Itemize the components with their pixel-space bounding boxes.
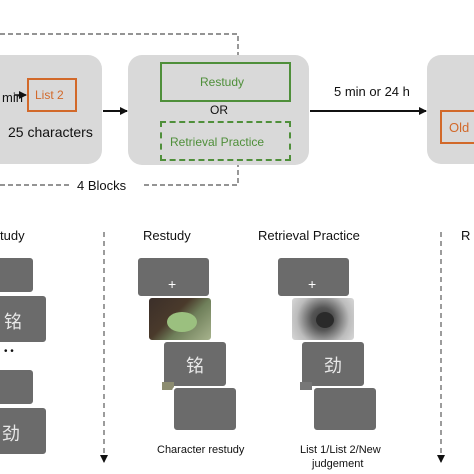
study-block-panel (0, 55, 102, 164)
retrieval-blank-square (312, 386, 378, 432)
study-glyph-b: 劲 (2, 424, 20, 445)
ellipsis-dots: • • (4, 346, 14, 357)
top-loop-dashed-line (0, 33, 239, 55)
restudy-box (160, 62, 291, 102)
retrieval-spider-photo (290, 296, 356, 342)
old-new-label: Old (449, 120, 470, 135)
retrieval-practice-box (160, 121, 291, 161)
list2-label: List 2 (35, 88, 64, 102)
restudy-fixation-square (136, 256, 211, 298)
study-duration-text: min (2, 90, 23, 105)
study-trial-square-4 (0, 406, 48, 456)
bottom-loop-dashed-line (0, 165, 239, 186)
retrieval-caption-line2: judgement (312, 458, 364, 470)
retrieval-column-title: Retrieval Practice (258, 228, 360, 243)
study-glyph-a: 铭 (4, 312, 22, 333)
retrieval-fixation-square (276, 256, 351, 298)
practice-block-panel (128, 55, 309, 165)
spider-shape (316, 312, 334, 328)
frog-shape (167, 312, 197, 332)
study-column-title: tudy (0, 228, 25, 243)
blocks-label: 4 Blocks (77, 178, 127, 193)
study-trial-square-3 (0, 368, 35, 406)
retrieval-caption-line1: List 1/List 2/New (300, 444, 381, 456)
retrieval-glyph: 劲 (324, 356, 342, 377)
study-trial-square-1 (0, 256, 35, 294)
restudy-glyph: 铭 (186, 356, 204, 377)
restudy-label: Restudy (200, 75, 245, 89)
character-count-label: 25 characters (8, 124, 93, 140)
old-new-box: Old (440, 110, 474, 144)
restudy-caption: Character restudy (157, 444, 245, 456)
restudy-photo-strip (162, 382, 174, 390)
restudy-column-title: Restudy (143, 228, 191, 243)
restudy-fixation-cross: + (168, 276, 177, 292)
study-trial-square-2 (0, 294, 48, 344)
test-column-title: R (461, 228, 471, 243)
retrieval-photo-strip (300, 382, 312, 390)
test-block-panel (427, 55, 474, 164)
retrieval-character-square (300, 340, 366, 388)
restudy-character-square (162, 340, 228, 388)
delay-label: 5 min or 24 h (334, 84, 410, 99)
list2-box (27, 78, 77, 112)
retrieval-practice-label: Retrieval Practice (170, 135, 265, 149)
retrieval-fixation-cross: + (308, 276, 317, 292)
restudy-blank-square (172, 386, 238, 432)
or-label: OR (210, 103, 228, 117)
